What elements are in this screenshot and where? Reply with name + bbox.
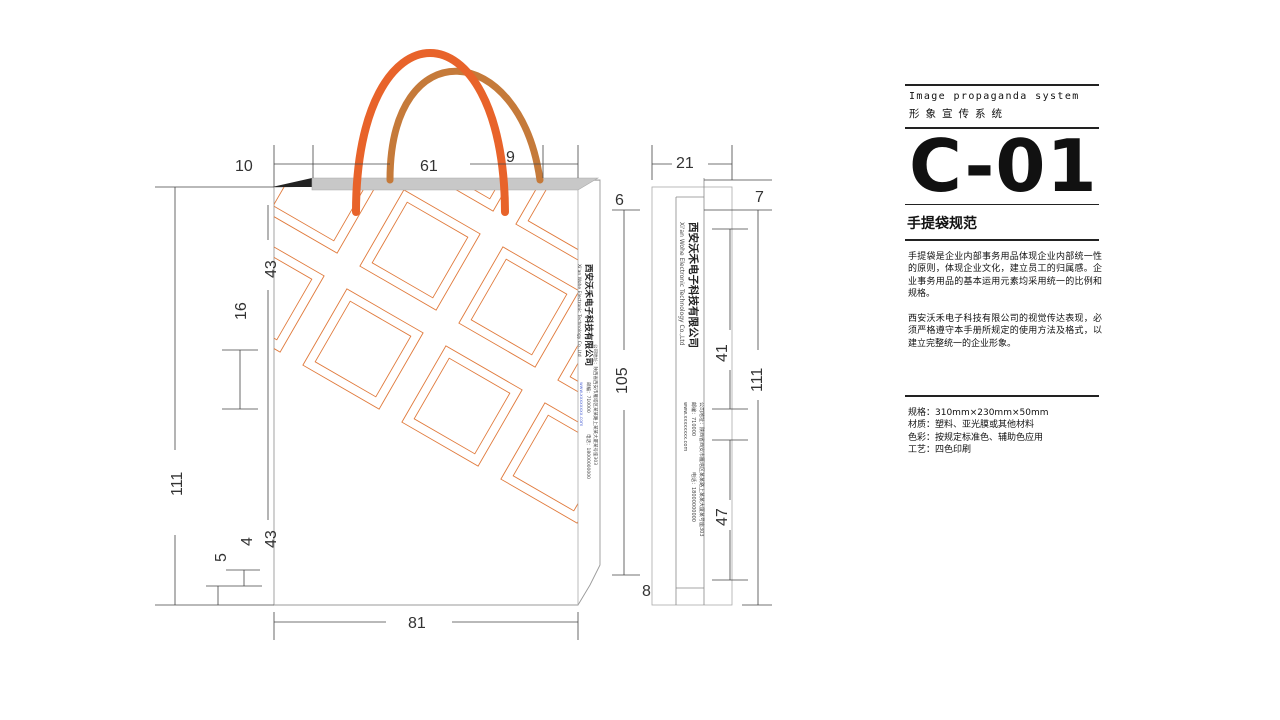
pattern-diamond xyxy=(371,201,469,299)
description-paragraph-2: 西安沃禾电子科技有限公司的视觉传达表现，必须严格遵守本手册所规定的使用方法及格式… xyxy=(908,313,1102,349)
dim-side-corner-left: 6 xyxy=(615,192,624,209)
handle-front xyxy=(352,49,509,216)
dim-right-41: 41 xyxy=(714,344,731,362)
spec-process: 工艺：四色印刷 xyxy=(908,445,972,455)
dim-right-47: 47 xyxy=(714,508,731,526)
dim-top-mid: 61 xyxy=(420,158,438,175)
front-phone: 电话：18000000000 xyxy=(585,434,592,479)
spec-rule xyxy=(905,395,1099,397)
dim-left-111: 111 xyxy=(169,472,186,496)
pattern-diamond xyxy=(274,231,325,353)
dim-left-43-top: 43 xyxy=(263,260,280,278)
dim-right-111: 111 xyxy=(749,368,766,392)
code-rule xyxy=(905,203,1099,205)
bag-front-panel xyxy=(272,177,601,606)
front-website: www.xxxxxxxx.com xyxy=(578,382,583,426)
pattern-diamond xyxy=(527,187,578,257)
pattern-diamond xyxy=(314,300,412,398)
side-company-text: 西安沃禾电子科技有限公司 Xi'an Wohe Electronic Techn… xyxy=(678,222,705,537)
side-postcode: 邮编：710000 xyxy=(690,402,697,436)
side-company-zh: 西安沃禾电子科技有限公司 xyxy=(687,222,700,348)
pattern-diamond xyxy=(413,357,511,455)
dim-top-right: 9 xyxy=(506,149,515,166)
front-company-text: 西安沃禾电子科技有限公司 Xi'an Wohe Electronic Techn… xyxy=(576,264,599,479)
dim-side-corner-right: 7 xyxy=(755,189,764,206)
side-outline xyxy=(651,186,733,606)
pattern-diamond xyxy=(274,187,370,242)
dim-bottom-81: 81 xyxy=(408,615,426,632)
dim-left-5: 5 xyxy=(213,553,230,562)
info-panel: Image propaganda system 形象宣传系统 C-01 手提袋规… xyxy=(905,84,1102,350)
side-address: 公司地址：陕西省西安市雁塔区某某路上某某大厦某号座303 xyxy=(698,402,705,537)
section-heading: 手提袋规范 xyxy=(907,216,977,232)
front-company-zh: 西安沃禾电子科技有限公司 xyxy=(583,264,594,366)
pattern-diamond xyxy=(515,187,578,269)
pattern-diamond xyxy=(359,189,481,311)
heading-rule xyxy=(905,239,1099,241)
bag-front-outline xyxy=(273,179,601,606)
spec-size: 规格：310mm×230mm×50mm xyxy=(908,407,1049,418)
mid-rule xyxy=(905,127,1099,129)
spec-section: 规格：310mm×230mm×50mm 材质：塑料、亚光膜或其他材料 色彩：按规… xyxy=(905,395,1099,457)
side-phone: 电话：18000000000 xyxy=(690,472,697,522)
spec-color: 色彩：按规定标准色、辅助色应用 xyxy=(908,432,1044,443)
dim-top-left: 10 xyxy=(235,158,253,175)
side-website: www.xxxxxxxx.com xyxy=(682,402,688,451)
dim-left-4: 4 xyxy=(239,537,256,546)
top-rule xyxy=(905,84,1099,86)
pattern-diamond xyxy=(458,246,578,368)
side-company-en: Xi'an Wohe Electronic Technology Co.,Ltd xyxy=(678,222,685,346)
pattern-diamond xyxy=(274,243,313,341)
dim-mid-8: 8 xyxy=(642,583,651,600)
front-company-en: Xi'an Wohe Electronic Technology Co.,Ltd xyxy=(576,264,582,357)
dim-left-43-bottom: 43 xyxy=(263,530,280,548)
pattern-diamond xyxy=(500,402,578,524)
pattern-diamond xyxy=(274,187,382,254)
dimension-annotations: 10 61 9 111 16 43 43 4 5 81 1 xyxy=(155,145,772,640)
dim-left-16: 16 xyxy=(233,302,250,320)
handle-back xyxy=(386,67,544,184)
bag-handles xyxy=(352,49,544,216)
front-postcode: 邮编：710000 xyxy=(585,382,592,413)
subtitle-en: Image propaganda system xyxy=(909,91,1080,102)
front-address: 公司地址：陕西省西安市雁塔区某某路上某某大厦某号座303 xyxy=(592,344,599,465)
pattern-diamond xyxy=(302,288,424,410)
top-fold-dark xyxy=(272,178,312,187)
pattern-diamond xyxy=(470,258,568,356)
spec-material: 材质：塑料、亚光膜或其他材料 xyxy=(908,420,1035,430)
pattern-diamond xyxy=(512,414,578,512)
bag-side-panel: 西安沃禾电子科技有限公司 Xi'an Wohe Electronic Techn… xyxy=(651,178,733,606)
description-paragraph-1: 手提袋是企业内部事务用品体现企业内部统一性的原则，体现企业文化，建立员工的归属感… xyxy=(908,251,1102,300)
dim-mid-105: 105 xyxy=(614,367,631,394)
subtitle-zh: 形象宣传系统 xyxy=(909,108,1008,120)
page-code: C-01 xyxy=(909,123,1098,208)
pattern-diamond xyxy=(401,345,523,467)
dim-side-top: 21 xyxy=(676,155,694,172)
